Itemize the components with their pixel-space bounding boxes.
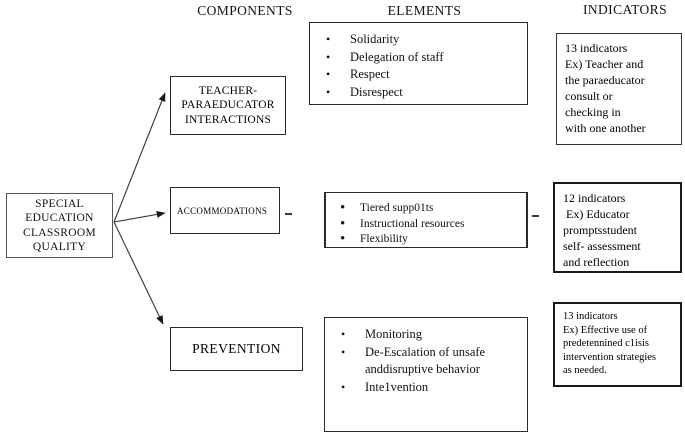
elements-list-row-2: • Tiered supp01ts • Instructional resource… [336,200,520,248]
list-item-label: Delegation of staff [350,49,444,64]
indicator-line: and reflection [563,255,630,269]
list-item: • Inte1vention [335,379,521,397]
arrow-to-prevention [113,221,164,325]
list-item-label: Monitoring [365,327,422,341]
indicator-box-row-3[interactable]: 13 indicators Ex) Effective use of prede… [553,302,682,387]
indicator-line: 13 indicators [565,41,628,55]
list-item-label: Instructional resources [360,217,465,230]
list-item-label: Solidarity [350,32,400,46]
list-item: • Disrespect [320,84,521,102]
bullet-icon: • [341,344,346,359]
bullet-icon: • [341,327,346,341]
elements-box-row-2[interactable]: • Tiered supp01ts • Instructional resource… [324,192,528,248]
elements-list-row-1: • Solidarity • Delegation of staff • Respec… [320,31,521,101]
list-item-label: Respect [350,67,390,81]
list-item: • Flexibility [336,231,520,248]
component-label: PREVENTION [192,341,281,356]
list-item: • Respect [320,66,521,84]
root-box-label: SPECIAL EDUCATION CLASSROOM QUALITY [23,197,96,254]
indicator-box-row-2[interactable]: 12 indicators Ex) Educator promptsstuden… [553,182,682,273]
bullet-icon: • [340,231,346,247]
bullet-icon: • [340,215,346,232]
list-item: • Monitoring [335,326,521,344]
indicator-line: as needed. [563,365,607,376]
elements-box-row-3[interactable]: • Monitoring • De-Escalation of unsafe and… [324,317,528,432]
indicator-line: intervention strategies [563,351,657,363]
column-header-components: COMPONENTS [197,3,293,18]
indicator-line: Ex) Teacher and [565,57,644,71]
list-item-label: Disrespect [350,84,403,99]
list-item-label: Tiered supp01ts [360,202,434,214]
bullet-icon: • [341,379,346,394]
elements-list-row-3: • Monitoring • De-Escalation of unsafe and… [335,326,521,396]
arrow-to-teacher-paraeducator [113,92,166,223]
indicator-line: Ex) Effective use of [563,324,648,336]
bullet-icon: • [326,49,331,64]
bullet-icon: • [340,200,346,216]
component-box-accommodations[interactable]: ACCOMMODATIONS [170,187,280,234]
indicator-line: predetennined c1isis [563,338,650,349]
indicator-line: self- assessment [563,239,641,253]
component-box-prevention[interactable]: PREVENTION [170,327,303,371]
connector-dash-left [285,213,292,215]
list-item: • Tiered supp01ts [336,200,520,217]
arrow-to-accommodations [113,210,166,223]
list-item: • De-Escalation of unsafe anddisruptive b… [335,344,521,379]
list-item-label: De-Escalation of unsafe anddisruptive be… [365,344,486,377]
indicator-box-row-1[interactable]: 13 indicators Ex) Teacher and the paraed… [556,33,682,145]
indicator-line: the paraeducator [565,73,645,87]
component-label: ACCOMMODATIONS [177,205,268,216]
bullet-icon: • [326,32,331,46]
indicator-line: with one another [565,121,646,135]
bullet-icon: • [326,67,331,81]
indicator-line: 13 indicators [563,311,618,322]
column-header-elements: ELEMENTS [387,3,462,18]
indicator-line: promptsstudent [563,223,637,237]
root-box-special-education-classroom-quality[interactable]: SPECIAL EDUCATION CLASSROOM QUALITY [6,193,113,258]
indicator-line: consult or [565,89,613,103]
indicator-line: checking in [565,105,621,119]
list-item-label: Flexibility [360,233,408,245]
bullet-icon: • [326,84,331,99]
list-item: • Solidarity [320,31,521,49]
connector-dash-right [532,215,539,217]
column-header-indicators: INDICATORS [582,2,667,17]
list-item: • Delegation of staff [320,49,521,67]
component-label: TEACHER- PARAEDUCATOR INTERACTIONS [181,84,275,126]
elements-box-row-1[interactable]: • Solidarity • Delegation of staff • Respec… [309,22,528,105]
list-item-label: Inte1vention [365,379,429,394]
list-item: • Instructional resources [336,215,520,233]
indicator-line: 12 indicators [563,191,626,205]
component-box-teacher-paraeducator-interactions[interactable]: TEACHER- PARAEDUCATOR INTERACTIONS [170,76,286,135]
indicator-line: Ex) Educator [563,207,630,221]
